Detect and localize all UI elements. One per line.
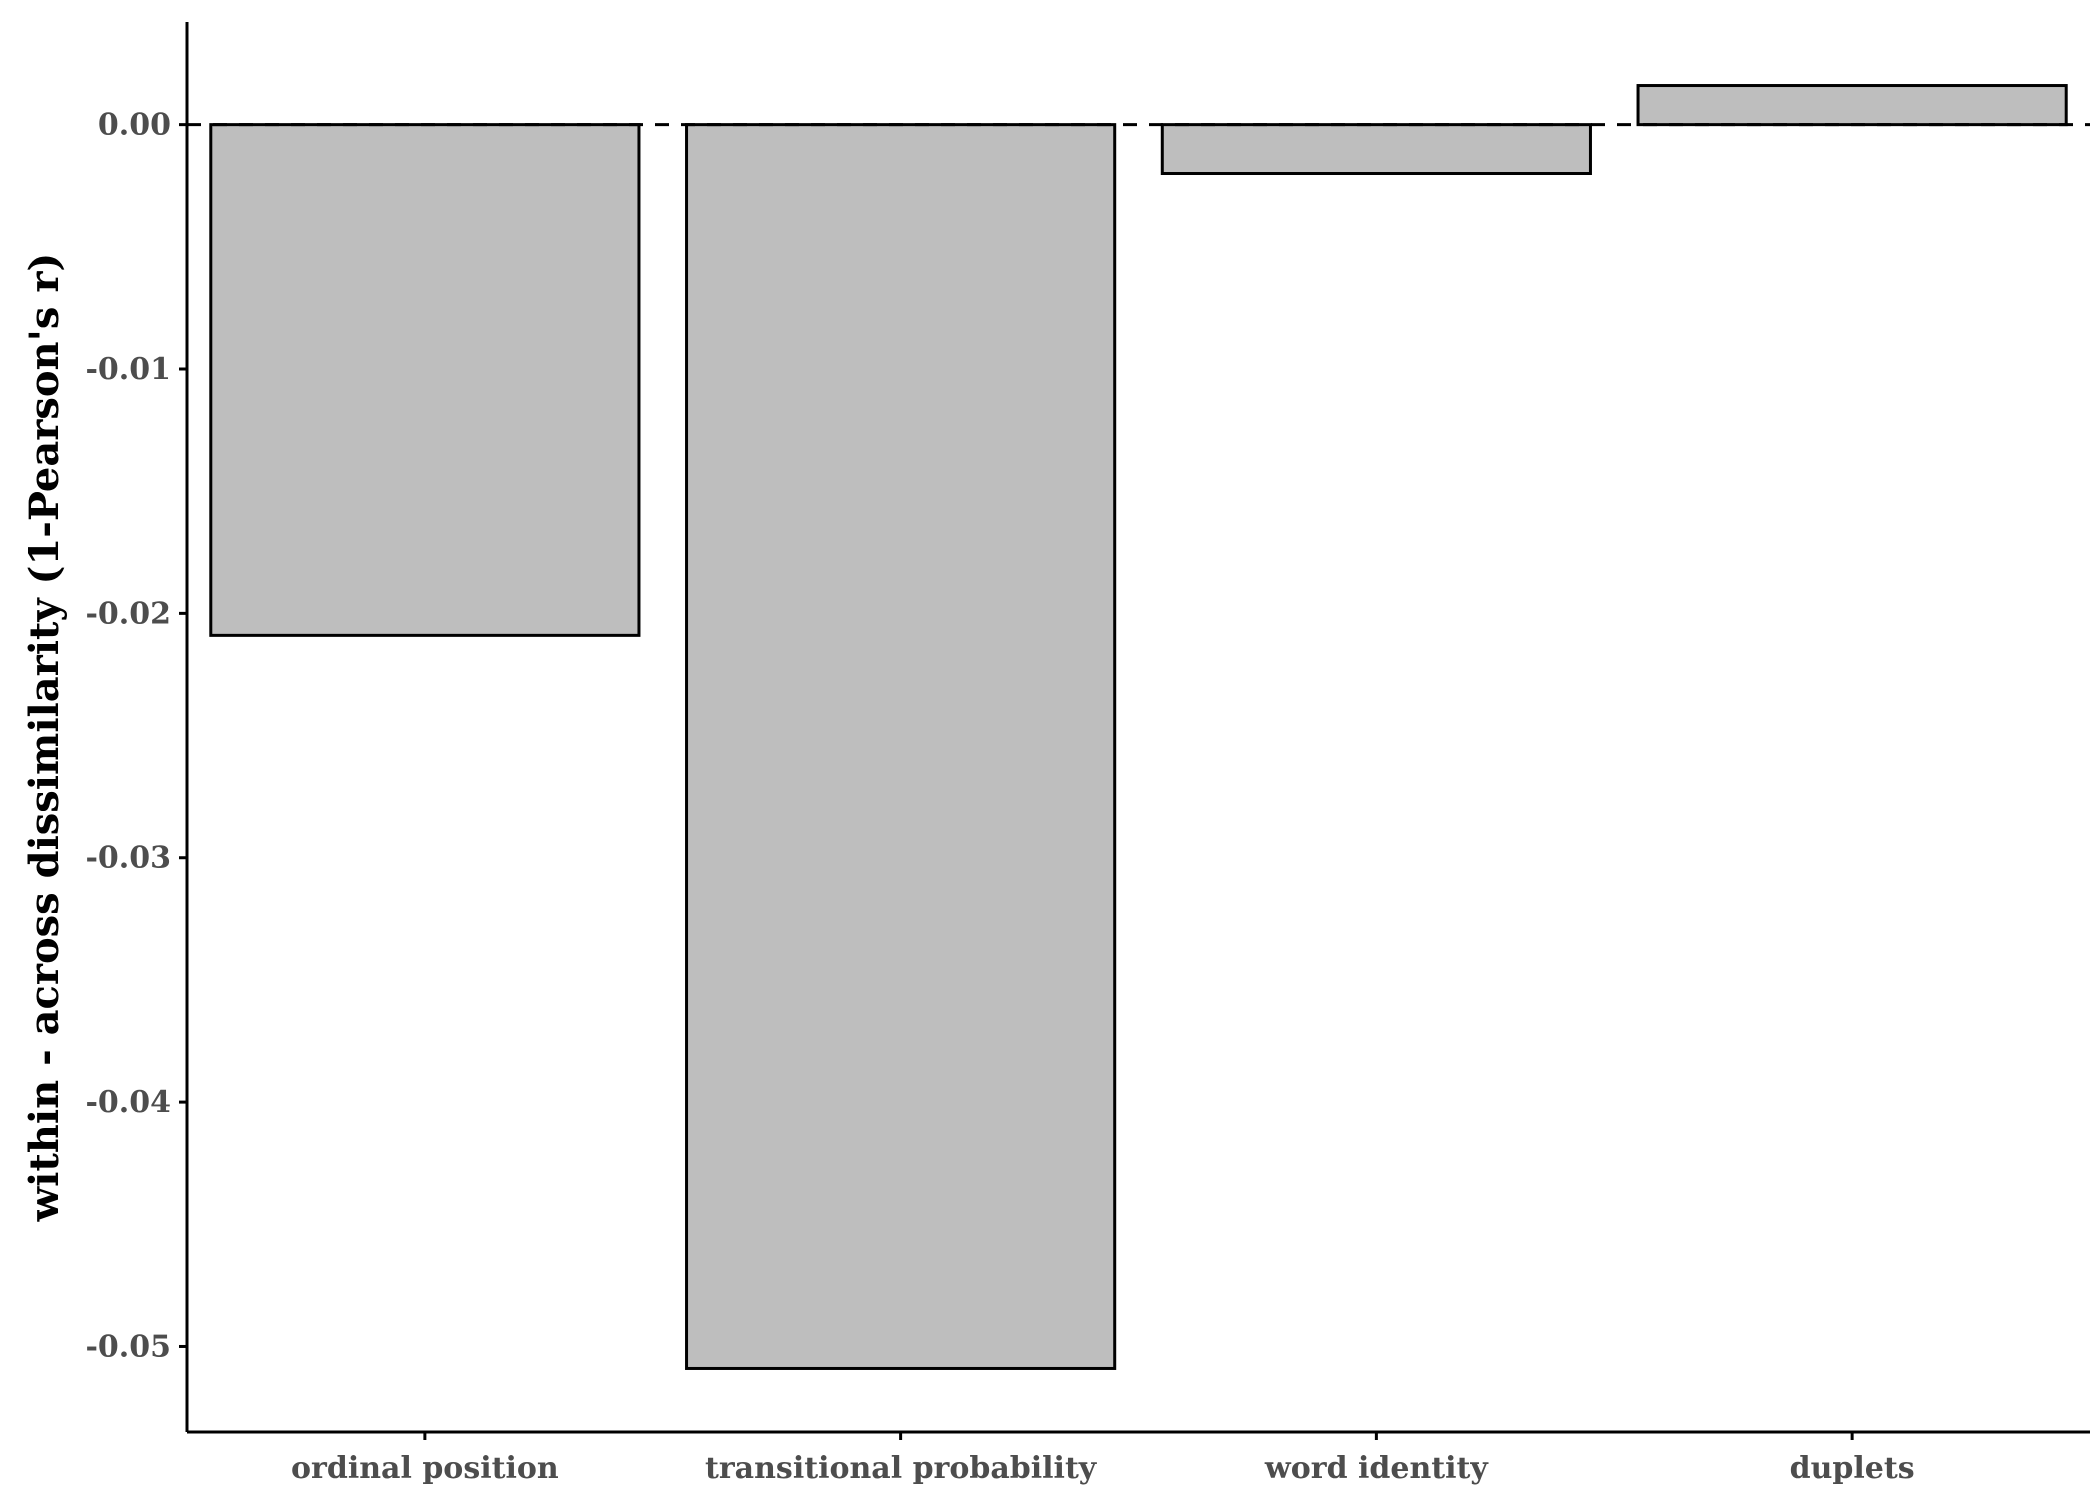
- y-tick-label: -0.04: [85, 1085, 171, 1120]
- y-tick-label: -0.02: [85, 596, 171, 631]
- y-tick-label: -0.03: [85, 841, 171, 876]
- x-tick-label: ordinal position: [291, 1451, 559, 1486]
- x-tick-label: transitional probability: [705, 1451, 1098, 1486]
- y-tick-label: 0.00: [98, 108, 171, 143]
- y-tick-label: -0.01: [85, 352, 171, 387]
- y-axis-title: within - across dissimilarity (1-Pearson…: [21, 253, 68, 1223]
- y-axis: 0.00 -0.01 -0.02 -0.03 -0.04 -0.05: [85, 22, 189, 1432]
- y-tick-label: -0.05: [85, 1329, 171, 1364]
- bar-word-identity: [1160, 123, 1592, 176]
- bar-ordinal-position: [209, 123, 641, 637]
- x-axis: ordinal position transitional probability…: [187, 1430, 2090, 1486]
- bar-transitional-probability: [685, 123, 1117, 1370]
- x-tick-label: duplets: [1790, 1451, 1915, 1486]
- x-tick-label: word identity: [1264, 1451, 1489, 1486]
- bars-layer: [209, 84, 2068, 1370]
- bar-duplets: [1636, 84, 2068, 127]
